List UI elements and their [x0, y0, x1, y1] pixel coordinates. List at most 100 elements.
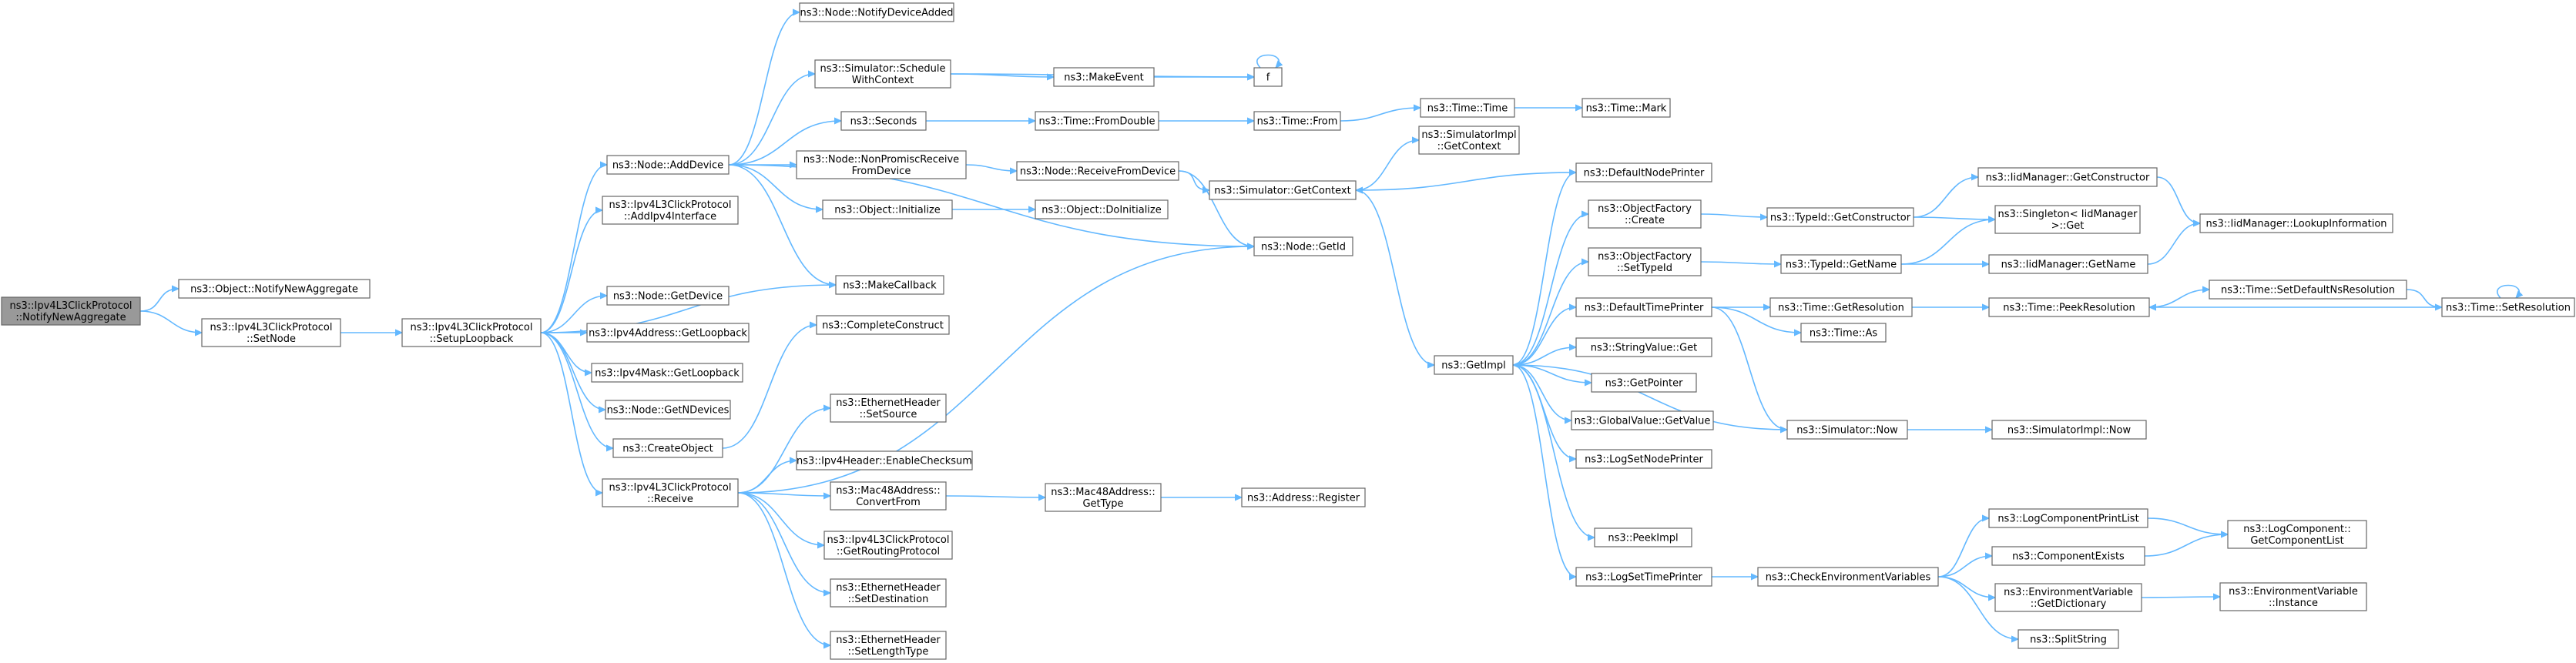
node-getImpl[interactable]: ns3::GetImpl	[1434, 355, 1514, 375]
node-strGet[interactable]: ns3::StringValue::Get	[1575, 337, 1712, 357]
node-label: ::SetDestination	[848, 594, 929, 605]
node-label: ns3::MakeCallback	[843, 280, 937, 292]
node-defaultNodePrinter[interactable]: ns3::DefaultNodePrinter	[1575, 162, 1712, 182]
node-tidGetConstructor[interactable]: ns3::TypeId::GetConstructor	[1766, 207, 1914, 227]
node-label: ns3::Node::NotifyDeviceAdded	[800, 8, 953, 19]
node-simGetContext[interactable]: ns3::Simulator::GetContext	[1209, 180, 1357, 200]
node-completeConstruct[interactable]: ns3::CompleteConstruct	[816, 315, 950, 335]
node-ofCreate[interactable]: ns3::ObjectFactory::Create	[1588, 199, 1702, 229]
node-box	[1994, 205, 2141, 234]
node-f[interactable]: f	[1253, 67, 1283, 87]
node-timeFrom[interactable]: ns3::Time::From	[1253, 111, 1341, 131]
edge-envGetDictionary-to-envInstance	[2141, 597, 2220, 598]
edge-receive-to-enableChecksum	[737, 460, 797, 494]
node-box	[1800, 323, 1887, 343]
node-label: ns3::GetImpl	[1441, 360, 1506, 372]
node-maskGetLoopback[interactable]: ns3::Ipv4Mask::GetLoopback	[591, 363, 743, 383]
node-envInstance[interactable]: ns3::EnvironmentVariable::Instance	[2219, 582, 2367, 611]
node-ethSetLengthType[interactable]: ns3::EthernetHeader::SetLengthType	[830, 631, 947, 660]
node-box	[1591, 373, 1697, 393]
node-logSetNodePrinter[interactable]: ns3::LogSetNodePrinter	[1575, 449, 1712, 469]
edge-simNow-to-getImpl	[1513, 365, 1788, 430]
node-ethSetDestination[interactable]: ns3::EthernetHeader::SetDestination	[830, 578, 947, 608]
node-getNDevices[interactable]: ns3::Node::GetNDevices	[605, 400, 731, 420]
node-envGetDictionary[interactable]: ns3::EnvironmentVariable::GetDictionary	[1994, 583, 2142, 612]
node-label: ns3::Node::GetId	[1261, 242, 1346, 253]
node-timeTime[interactable]: ns3::Time::Time	[1420, 98, 1515, 118]
node-label: ::SetNode	[247, 333, 296, 345]
node-iidGetConstructor[interactable]: ns3::IidManager::GetConstructor	[1977, 167, 2158, 187]
node-objNotifyNewAggregate[interactable]: ns3::Object::NotifyNewAggregate	[178, 279, 371, 299]
node-lookupInformation[interactable]: ns3::IidManager::LookupInformation	[2199, 213, 2393, 233]
node-label: ns3::Seconds	[850, 116, 917, 128]
node-addrRegister[interactable]: ns3::Address::Register	[1241, 487, 1366, 507]
node-splitString[interactable]: ns3::SplitString	[2018, 629, 2119, 649]
node-convertFrom[interactable]: ns3::Mac48Address::ConvertFrom	[830, 481, 947, 511]
node-label: WithContext	[852, 75, 914, 86]
edge-iidGetName-to-lookupInformation	[2147, 223, 2200, 265]
node-fromDouble[interactable]: ns3::Time::FromDouble	[1035, 111, 1159, 131]
node-makeEvent[interactable]: ns3::MakeEvent	[1053, 67, 1155, 87]
edge-nonPromisc-to-receiveFromDevice	[965, 164, 1017, 171]
node-tidGetName[interactable]: ns3::TypeId::GetName	[1780, 254, 1902, 274]
node-addDevice[interactable]: ns3::Node::AddDevice	[606, 155, 730, 175]
node-doInitialize[interactable]: ns3::Object::DoInitialize	[1035, 199, 1169, 219]
node-peekResolution[interactable]: ns3::Time::PeekResolution	[1988, 297, 2150, 317]
node-addIpv4Interface[interactable]: ns3::Ipv4L3ClickProtocol::AddIpv4Interfa…	[602, 196, 739, 225]
node-label: ns3::Time::FromDouble	[1039, 116, 1156, 128]
node-macGetType[interactable]: ns3::Mac48Address::GetType	[1045, 483, 1162, 512]
node-checkEnv[interactable]: ns3::CheckEnvironmentVariables	[1757, 567, 1939, 587]
edge-notifyNewAggregate-to-setNode	[139, 310, 202, 333]
node-label: ns3::IidManager::GetName	[2001, 260, 2136, 271]
node-box	[835, 275, 944, 295]
node-ipv4GetLoopback[interactable]: ns3::Ipv4Address::GetLoopback	[586, 323, 750, 343]
node-makeCallback[interactable]: ns3::MakeCallback	[835, 275, 944, 295]
node-box	[1, 296, 141, 326]
node-notifyDeviceAdded[interactable]: ns3::Node::NotifyDeviceAdded	[799, 2, 954, 22]
node-setupLoopback[interactable]: ns3::Ipv4L3ClickProtocol::SetupLoopback	[401, 318, 542, 347]
node-iidGetName[interactable]: ns3::IidManager::GetName	[1988, 254, 2148, 274]
node-objInitialize[interactable]: ns3::Object::Initialize	[822, 199, 953, 219]
node-notifyNewAggregate[interactable]: ns3::Ipv4L3ClickProtocol::NotifyNewAggre…	[1, 296, 141, 326]
node-logCompPrintList[interactable]: ns3::LogComponentPrintList	[1988, 508, 2148, 528]
node-nodeGetId[interactable]: ns3::Node::GetId	[1253, 236, 1353, 256]
node-globalGetValue[interactable]: ns3::GlobalValue::GetValue	[1571, 410, 1714, 430]
node-getComponentList[interactable]: ns3::LogComponent::GetComponentList	[2227, 520, 2367, 549]
edge-receive-to-nodeGetId	[737, 246, 1254, 494]
node-label: ns3::Ipv4L3ClickProtocol	[10, 300, 132, 312]
node-simNow[interactable]: ns3::Simulator::Now	[1786, 420, 1908, 440]
node-setResolution[interactable]: ns3::Time::SetResolution	[2441, 297, 2575, 317]
edge-addDevice-to-objInitialize	[728, 164, 823, 209]
node-getDevice[interactable]: ns3::Node::GetDevice	[606, 286, 730, 306]
node-singletonGet[interactable]: ns3::Singleton< IidManager>::Get	[1994, 205, 2141, 234]
node-box	[1588, 199, 1702, 229]
node-ethSetSource[interactable]: ns3::EthernetHeader::SetSource	[830, 393, 947, 423]
node-createObject[interactable]: ns3::CreateObject	[612, 438, 723, 458]
node-ofSetTypeId[interactable]: ns3::ObjectFactory::SetTypeId	[1588, 247, 1702, 276]
node-getResolution[interactable]: ns3::Time::GetResolution	[1769, 297, 1913, 317]
node-enableChecksum[interactable]: ns3::Ipv4Header::EnableChecksum	[796, 450, 973, 470]
node-box	[1994, 583, 2142, 612]
node-label: ::GetContext	[1437, 141, 1501, 152]
node-peekImpl[interactable]: ns3::PeekImpl	[1594, 527, 1692, 547]
node-implNow[interactable]: ns3::SimulatorImpl::Now	[1991, 420, 2147, 440]
node-box	[605, 400, 731, 420]
node-receive[interactable]: ns3::Ipv4L3ClickProtocol::Receive	[602, 478, 739, 507]
node-defaultTimePrinter[interactable]: ns3::DefaultTimePrinter	[1575, 297, 1712, 317]
node-box	[2227, 520, 2367, 549]
node-seconds[interactable]: ns3::Seconds	[840, 111, 927, 131]
node-getRoutingProtocol[interactable]: ns3::Ipv4L3ClickProtocol::GetRoutingProt…	[823, 531, 953, 560]
node-compExists[interactable]: ns3::ComponentExists	[1991, 546, 2145, 566]
edge-getImpl-to-ofCreate	[1512, 214, 1588, 366]
node-timeMark[interactable]: ns3::Time::Mark	[1581, 98, 1671, 118]
node-receiveFromDevice[interactable]: ns3::Node::ReceiveFromDevice	[1016, 161, 1179, 181]
node-label: ns3::Node::NonPromiscReceive	[803, 154, 959, 166]
node-timeAs[interactable]: ns3::Time::As	[1800, 323, 1887, 343]
node-setDefaultNsResolution[interactable]: ns3::Time::SetDefaultNsResolution	[2209, 280, 2407, 300]
node-getPointer[interactable]: ns3::GetPointer	[1591, 373, 1697, 393]
node-logSetTimePrinter[interactable]: ns3::LogSetTimePrinter	[1575, 567, 1712, 587]
node-setNode[interactable]: ns3::Ipv4L3ClickProtocol::SetNode	[201, 318, 341, 347]
node-implGetContext[interactable]: ns3::SimulatorImpl::GetContext	[1418, 126, 1520, 155]
